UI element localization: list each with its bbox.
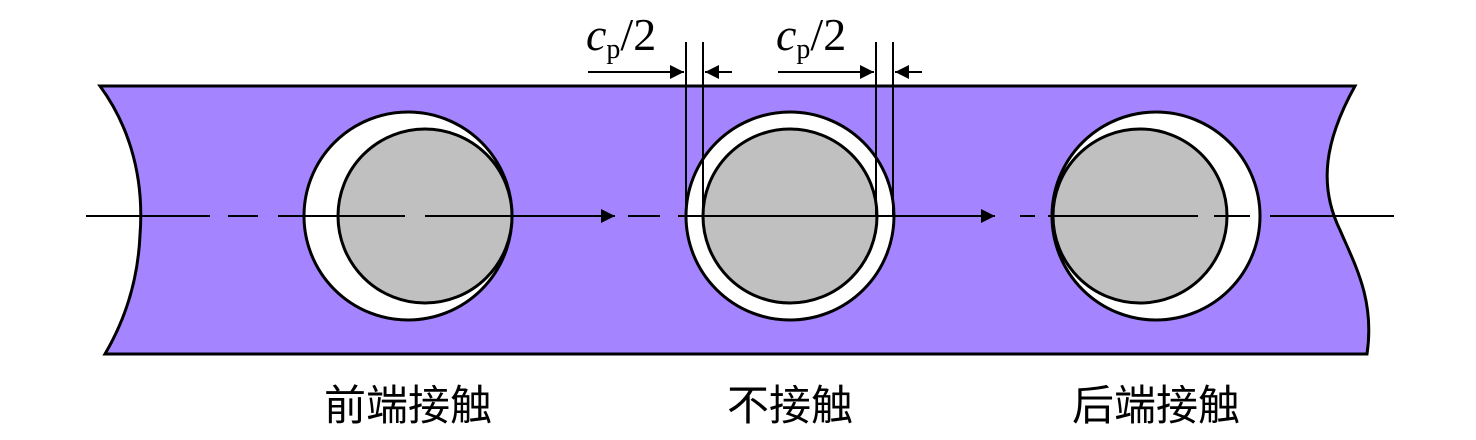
- clearance-label-sub: p: [606, 34, 620, 65]
- clearance-label-rest: /2: [620, 9, 656, 60]
- caption-no-contact: 不接触: [727, 381, 853, 430]
- clearance-label-right: cp/2: [776, 9, 846, 65]
- clearance-label-sub: p: [796, 34, 810, 65]
- clearance-label-left: cp/2: [586, 9, 656, 65]
- clearance-label-var: c: [776, 9, 796, 60]
- clearance-label-var: c: [586, 9, 606, 60]
- clearance-dimension-right: [778, 42, 922, 216]
- clearance-label-rest: /2: [810, 9, 846, 60]
- caption-rear-contact: 后端接触: [1072, 381, 1240, 430]
- caption-front-contact: 前端接触: [324, 381, 492, 430]
- clearance-dimension-left: [588, 42, 732, 216]
